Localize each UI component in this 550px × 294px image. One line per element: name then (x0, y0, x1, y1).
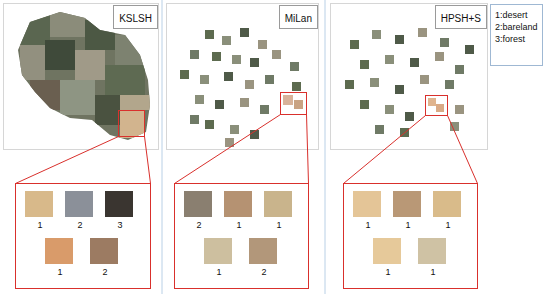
class-number: 2 (196, 220, 201, 231)
panel-title: KSLSH (119, 13, 152, 24)
panel-title-box: HPSH+S (435, 5, 487, 29)
panel-frame (167, 4, 319, 150)
legend-entry: 1:desert (495, 9, 538, 21)
image-mosaic (15, 10, 155, 145)
image-scatter (345, 28, 474, 137)
panel-title-box: KSLSH (113, 5, 158, 29)
class-number: 1 (276, 220, 281, 231)
separator (162, 0, 163, 294)
class-number: 1 (430, 267, 435, 278)
zoom-panel: 1 2 3 1 2 (15, 183, 151, 289)
legend-entry: 2:bareland (495, 21, 538, 33)
class-number: 1 (37, 220, 42, 231)
class-number: 2 (261, 267, 266, 278)
class-number: 1 (405, 220, 410, 231)
image-scatter (180, 28, 303, 147)
class-number: 1 (216, 267, 221, 278)
class-number: 1 (236, 220, 241, 231)
zoom-callout (16, 93, 478, 184)
class-number: 1 (385, 267, 390, 278)
class-number: 1 (365, 220, 370, 231)
zoom-panel: 2 1 1 1 2 (174, 183, 309, 289)
legend-box: 1:desert2:bareland3:forest (490, 4, 543, 66)
zoom-panel: 1 1 1 1 1 (343, 183, 478, 289)
panel-title: HPSH+S (441, 13, 481, 24)
separator (325, 0, 326, 294)
class-number: 1 (445, 220, 450, 231)
thumbnail (25, 191, 461, 264)
panel-title: MiLan (285, 13, 312, 24)
class-number: 2 (102, 267, 107, 278)
panel-frame (4, 4, 159, 150)
class-number: 2 (77, 220, 82, 231)
panel-frame (331, 4, 488, 150)
legend-entry: 3:forest (495, 33, 538, 45)
panel-title-box: MiLan (279, 5, 318, 29)
class-number: 1 (57, 267, 62, 278)
class-number: 3 (117, 220, 122, 231)
